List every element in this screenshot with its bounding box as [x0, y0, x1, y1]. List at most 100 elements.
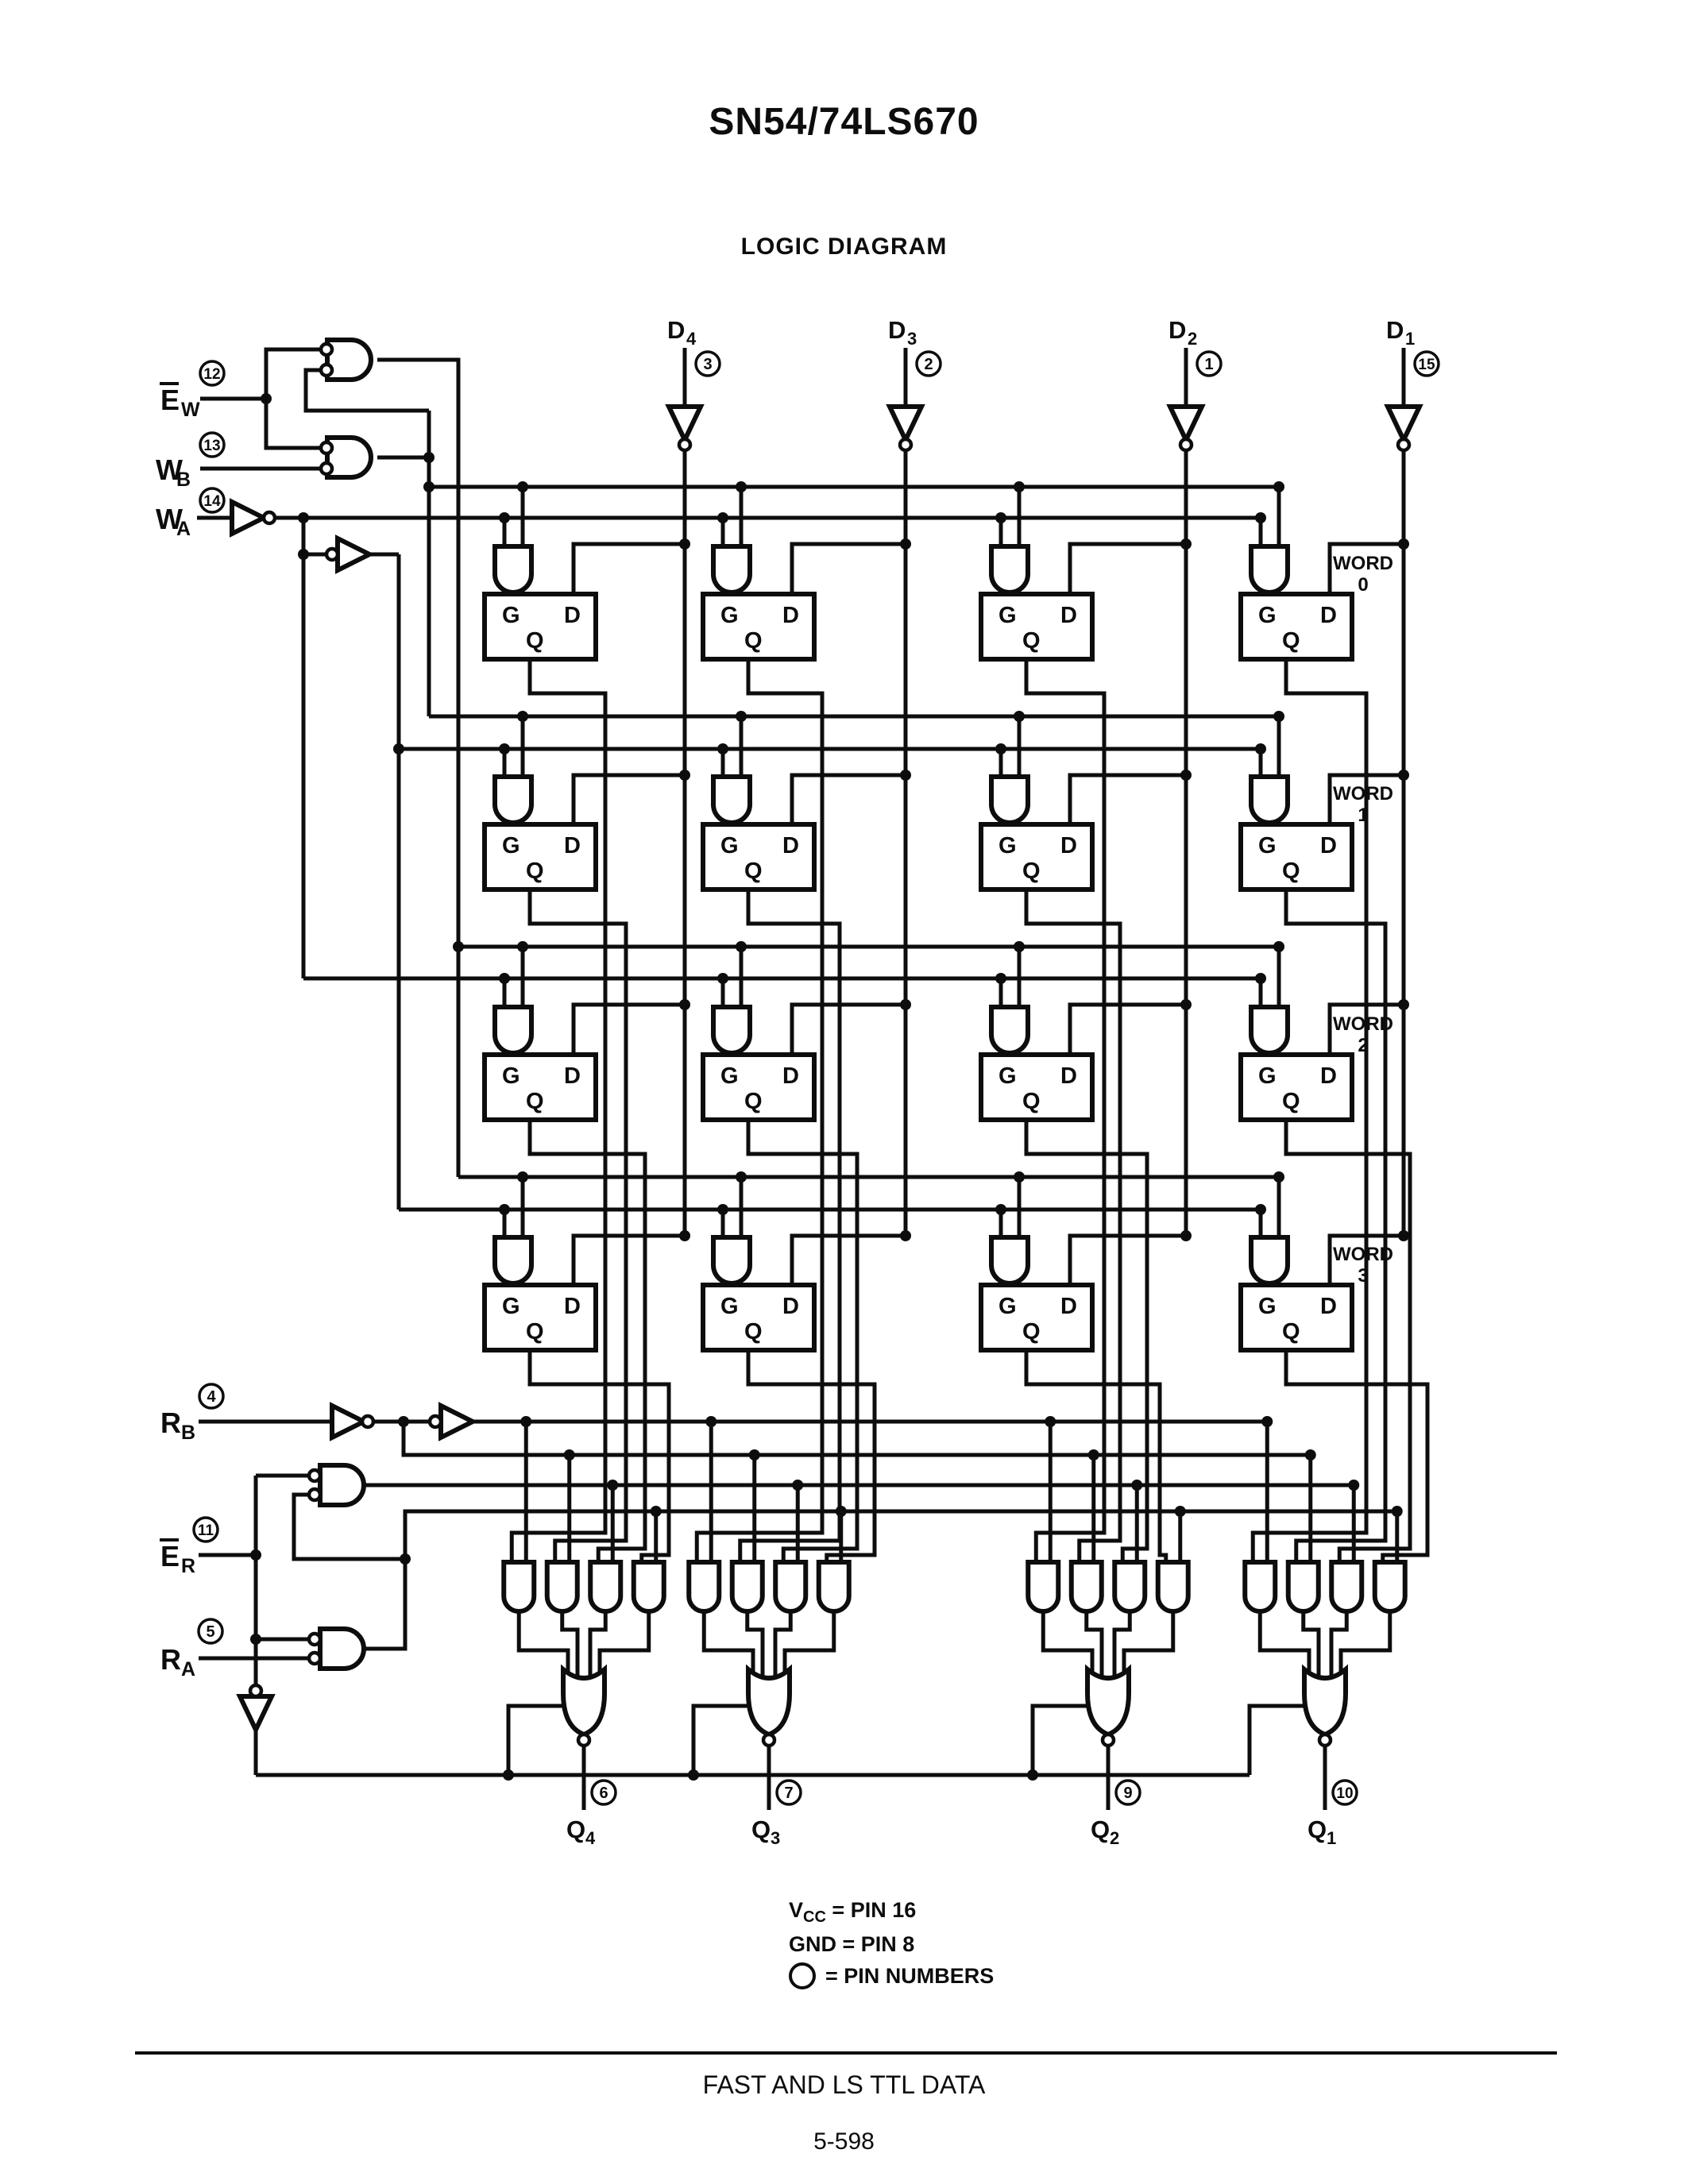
- pin-circle: [199, 360, 226, 387]
- pin-circle: [1413, 350, 1440, 377]
- latch-q-label: Q: [526, 1089, 544, 1114]
- d-input-label: D: [1386, 316, 1404, 344]
- q-line: [509, 659, 608, 1562]
- read-and-out: [773, 1611, 793, 1682]
- q-output-label: Q: [1308, 1815, 1327, 1843]
- word-label: WORD: [1333, 783, 1393, 805]
- junction-dot: [650, 1506, 662, 1517]
- latch-q-label: Q: [1282, 859, 1300, 884]
- diagram-title: LOGIC DIAGRAM: [740, 233, 948, 260]
- write-nand-b: [325, 435, 373, 480]
- latch-box: [701, 822, 817, 892]
- q-output-label-sub: 3: [771, 1828, 780, 1848]
- junction-dot: [1273, 711, 1284, 722]
- d-loop: [1327, 542, 1404, 594]
- inversion-bubble: [307, 1468, 323, 1484]
- junction-dot: [736, 941, 747, 952]
- latch-gate-and: [492, 1235, 534, 1286]
- d-loop: [571, 773, 685, 824]
- inversion-bubble: [261, 510, 277, 526]
- junction-dot: [717, 743, 728, 754]
- latch-gate-and: [1249, 544, 1290, 595]
- latch-gate-and: [711, 1235, 752, 1286]
- nor-feedback-branch: [1247, 1704, 1304, 1775]
- inversion-bubble: [319, 362, 334, 378]
- junction-dot: [1398, 999, 1409, 1010]
- read-and-gate: [1242, 1560, 1278, 1614]
- junction-dot: [688, 1769, 699, 1781]
- wb-label-sub: B: [176, 469, 191, 491]
- junction-dot: [717, 512, 728, 523]
- junction-dot: [995, 1204, 1006, 1215]
- pin-number: 10: [1336, 1785, 1353, 1802]
- junction-dot: [1180, 1230, 1192, 1241]
- read-and-gate: [729, 1560, 765, 1614]
- latch-g-label: G: [720, 1294, 739, 1319]
- q-output-label: Q: [566, 1815, 585, 1843]
- ew-label: E: [160, 384, 180, 416]
- junction-dot: [1087, 1449, 1099, 1461]
- read-and-out: [1122, 1611, 1176, 1680]
- q-output-label-sub: 1: [1327, 1828, 1336, 1848]
- pin-number: 14: [203, 493, 221, 510]
- latch-q-label: Q: [1022, 859, 1041, 884]
- junction-dot: [1304, 1449, 1316, 1461]
- pin-circle: [1196, 350, 1223, 377]
- read-and-out: [1338, 1611, 1393, 1680]
- d-loop: [790, 1233, 906, 1285]
- output-nor-gate: [561, 1664, 607, 1738]
- pin-number: 2: [924, 356, 933, 373]
- inversion-bubble: [307, 1631, 323, 1647]
- read-and-gate: [631, 1560, 666, 1614]
- q-line: [527, 1120, 647, 1562]
- junction-dot: [499, 743, 510, 754]
- junction-dot: [261, 393, 272, 404]
- latch-d-label: D: [782, 603, 799, 628]
- latch-gate-and: [492, 1005, 534, 1055]
- junction-dot: [298, 549, 309, 560]
- read-and-out: [597, 1611, 651, 1680]
- q-line: [1024, 659, 1107, 1562]
- junction-dot: [1180, 999, 1192, 1010]
- junction-dot: [679, 538, 690, 550]
- junction-dot: [748, 1449, 760, 1461]
- junction-dot: [736, 481, 747, 492]
- wire: [303, 368, 429, 413]
- junction-dot: [1255, 512, 1266, 523]
- read-and-gate: [544, 1560, 580, 1614]
- junction-dot: [1174, 1506, 1186, 1517]
- pin-number: 3: [703, 356, 712, 373]
- inversion-bubble: [319, 341, 334, 357]
- d-input-label: D: [667, 316, 685, 344]
- latch-q-label: Q: [744, 1089, 763, 1114]
- latch-d-label: D: [564, 1063, 581, 1089]
- read-and-gate: [1155, 1560, 1191, 1614]
- read-and-gate: [686, 1560, 722, 1614]
- wire: [264, 399, 321, 450]
- junction-dot: [900, 999, 911, 1010]
- latch-g-label: G: [720, 1063, 739, 1089]
- layer-marks: [192, 341, 1440, 1806]
- pin-circle: [1114, 1779, 1141, 1806]
- legend: VCC = PIN 16 GND = PIN 8 = PIN NUMBERS: [789, 1897, 994, 1989]
- q-line: [1250, 659, 1369, 1562]
- latch-d-label: D: [1320, 603, 1337, 628]
- junction-dot: [717, 1204, 728, 1215]
- junction-dot: [792, 1480, 804, 1491]
- latch-d-label: D: [1320, 833, 1337, 859]
- read-and-out: [1112, 1611, 1132, 1682]
- latch-gate-and: [711, 1005, 752, 1055]
- latch-g-label: G: [502, 1294, 520, 1319]
- word-label: WORD: [1333, 1013, 1393, 1035]
- gnd-note: GND = PIN 8: [789, 1932, 915, 1956]
- write-nand-a: [325, 338, 373, 382]
- er-label: E: [160, 1540, 180, 1572]
- latch-d-label: D: [564, 603, 581, 628]
- latch-q-label: Q: [526, 628, 544, 654]
- q-line: [1284, 1120, 1412, 1562]
- wire: [264, 347, 321, 399]
- junction-dot: [995, 743, 1006, 754]
- latch-box: [979, 822, 1095, 892]
- d-loop: [1068, 1002, 1186, 1055]
